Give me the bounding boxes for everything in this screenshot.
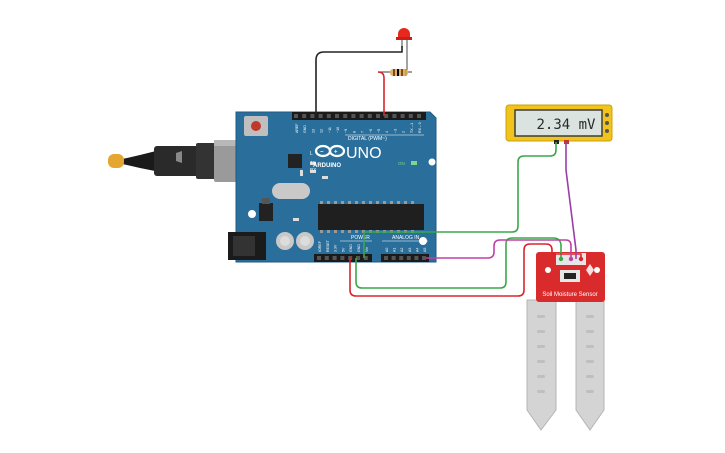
- digital-pin-label--3: ~3: [393, 129, 397, 133]
- wire-red-5v-sensor[interactable]: [349, 243, 582, 297]
- power-pin[interactable]: [340, 256, 345, 260]
- power-pin[interactable]: [332, 256, 337, 260]
- svg-text:−: −: [320, 150, 324, 156]
- digital-pin[interactable]: [310, 114, 315, 118]
- wire-black-gnd-led[interactable]: [315, 46, 403, 116]
- digital-pin-label-tx-1: TX→1: [410, 123, 414, 133]
- resistor[interactable]: [378, 58, 412, 76]
- board-brand: ARDUINO: [313, 163, 341, 169]
- digital-pin-label-8: 8: [352, 131, 356, 133]
- digital-pin-label-13: 13: [311, 129, 315, 133]
- analog-pin[interactable]: [399, 256, 404, 260]
- digital-header[interactable]: [292, 112, 426, 120]
- power-pin[interactable]: [363, 256, 368, 260]
- svg-text:+: +: [334, 150, 338, 156]
- voltage-regulator: [259, 203, 273, 221]
- power-pin-label-5v: 5V: [341, 247, 345, 252]
- digital-pin-label-aref: AREF: [295, 123, 299, 133]
- digital-pin[interactable]: [351, 114, 356, 118]
- wire-magenta-a0-sensor[interactable]: [426, 239, 572, 259]
- analog-pin-label-a2: A2: [400, 248, 404, 252]
- power-pin-label-3-3v: 3.3V: [334, 244, 338, 252]
- digital-pin[interactable]: [343, 114, 348, 118]
- digital-pin[interactable]: [408, 114, 413, 118]
- analog-header[interactable]: [381, 254, 429, 262]
- multimeter[interactable]: 2.34 mV: [505, 104, 613, 144]
- wire-green-gnd-sensor[interactable]: [355, 237, 562, 289]
- power-pin[interactable]: [356, 256, 360, 260]
- analog-pin-label-a1: A1: [393, 248, 397, 252]
- wire-purple-multimeter-sensor[interactable]: [565, 142, 577, 259]
- power-pin-label-vin: Vin: [365, 247, 369, 252]
- label-tx: TX: [310, 160, 316, 165]
- digital-pin[interactable]: [302, 114, 307, 118]
- digital-pin-label-rx-0: RX←0: [418, 122, 422, 133]
- digital-pin-label-gnd: GND: [303, 125, 307, 133]
- digital-pin[interactable]: [400, 114, 405, 118]
- analog-pin-label-a3: A3: [408, 248, 412, 252]
- digital-pin-label--9: ~9: [344, 129, 348, 133]
- power-pin[interactable]: [317, 256, 321, 260]
- arduino-uno-board[interactable]: L TX RX − + UNO ARDUINO ON AREF GND 13 12 ~1…: [228, 111, 437, 263]
- analog-pin-label-a4: A4: [415, 248, 419, 252]
- analog-pin[interactable]: [384, 256, 388, 260]
- digital-pin-label-2: 2: [402, 131, 406, 133]
- digital-pin-label-7: 7: [361, 131, 365, 133]
- digital-pin-label-4: 4: [385, 131, 389, 133]
- label-rx: RX: [310, 167, 316, 172]
- sensor-label: Soil Moisture Sensor: [542, 292, 597, 298]
- digital-pin-label--6: ~6: [369, 129, 373, 133]
- reset-button-cap[interactable]: [251, 121, 261, 131]
- digital-pin-label--11: ~11: [328, 127, 332, 133]
- label-on: ON: [398, 161, 405, 166]
- digital-pin-labels: AREF GND 13 12 ~11 ~10 ~9 8 7 ~6 ~5 4 ~3 2 TX→1 RX←0: [295, 122, 422, 133]
- digital-pin[interactable]: [359, 114, 364, 118]
- digital-pin[interactable]: [335, 114, 339, 118]
- digital-pin[interactable]: [318, 114, 323, 118]
- digital-pin-label--10: ~10: [336, 127, 340, 133]
- wire-green-gnd-multimeter[interactable]: [363, 142, 557, 258]
- analog-pin-slots: [384, 256, 426, 260]
- digital-pin-label--5: ~5: [377, 129, 381, 133]
- power-pin-label-gnd: GND: [357, 244, 361, 252]
- power-pin-label-gnd: GND: [349, 244, 353, 252]
- power-led: [411, 161, 417, 165]
- multimeter-reading: 2.34 mV: [536, 117, 596, 133]
- multimeter-display: [514, 109, 603, 137]
- digital-pin-slots: [294, 114, 421, 118]
- digital-pin[interactable]: [294, 114, 298, 118]
- crystal-oscillator: [272, 183, 310, 199]
- power-pin-label-ioref: IOREF: [318, 240, 322, 252]
- digital-pin[interactable]: [384, 114, 389, 118]
- digital-pin[interactable]: [417, 114, 421, 118]
- power-pin[interactable]: [324, 256, 329, 260]
- power-header-label: POWER: [351, 235, 370, 241]
- digital-pin[interactable]: [376, 114, 380, 118]
- usb-chip: [288, 154, 302, 168]
- label-l: L: [310, 151, 313, 157]
- analog-pin-label-a5: A5: [423, 248, 427, 252]
- atmega-chip: [318, 204, 424, 230]
- digital-pin[interactable]: [326, 114, 331, 118]
- analog-header-label: ANALOG IN: [392, 235, 420, 241]
- arduino-logo: − +: [314, 144, 346, 158]
- digital-pin[interactable]: [392, 114, 397, 118]
- analog-pin-label-a0: A0: [385, 248, 389, 252]
- digital-pin-label-12: 12: [320, 129, 324, 133]
- digital-header-label: DIGITAL (PWM~): [348, 136, 387, 142]
- digital-pin[interactable]: [367, 114, 372, 118]
- power-pin-label-reset: RESET: [326, 239, 330, 252]
- soil-moisture-sensor[interactable]: Soil Moisture Sensor: [526, 252, 605, 431]
- wire-red-pin-resistor[interactable]: [377, 71, 385, 116]
- board-model: UNO: [346, 145, 382, 162]
- analog-pin[interactable]: [422, 256, 426, 260]
- red-led[interactable]: [396, 28, 412, 58]
- analog-pin[interactable]: [391, 256, 396, 260]
- analog-pin[interactable]: [406, 256, 411, 260]
- analog-pin[interactable]: [414, 256, 419, 260]
